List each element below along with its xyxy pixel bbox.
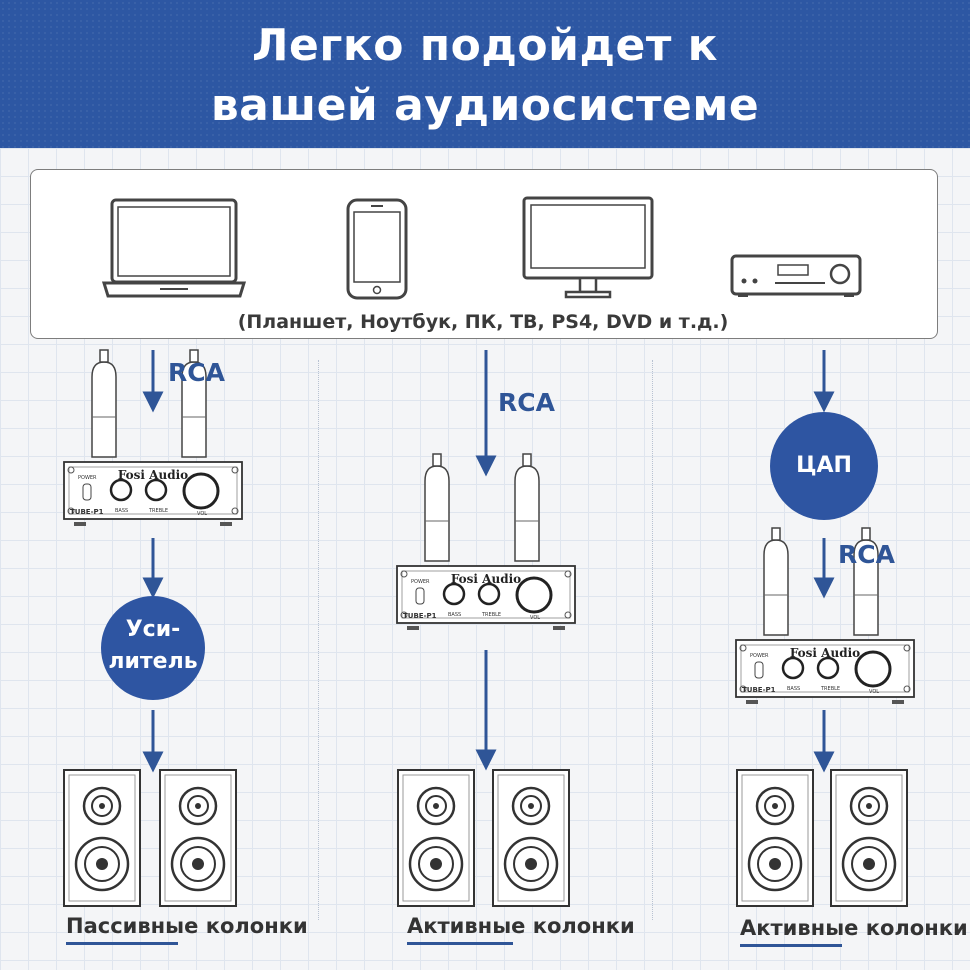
- speaker-icon: [831, 770, 907, 906]
- speaker-label-active: Активные колонки: [407, 914, 635, 938]
- amplifier-node-line-2: литель: [101, 646, 205, 678]
- amp-bass-label: BASS: [115, 508, 128, 514]
- speaker-icon: [737, 770, 813, 906]
- speaker-icon: [160, 770, 236, 906]
- dvd-player-icon: [732, 256, 860, 297]
- amp-model: TUBE-P1: [70, 508, 104, 516]
- amp-treble-label: TREBLE: [481, 612, 501, 618]
- amplifier-node: Уси- литель: [101, 596, 205, 700]
- amp-vol-label: VOL: [197, 511, 207, 517]
- tube-amplifier-icon: [397, 454, 575, 630]
- amp-brand: Fosi Audio: [451, 572, 521, 586]
- amp-brand: Fosi Audio: [790, 646, 860, 660]
- speaker-icon: [493, 770, 569, 906]
- speaker-icon: [398, 770, 474, 906]
- rca-label: RCA: [168, 358, 225, 387]
- speaker-label-active: Активные колонки: [740, 916, 968, 940]
- amp-power-label: POWER: [750, 653, 769, 659]
- label-underline: [407, 942, 513, 945]
- monitor-icon: [524, 198, 652, 297]
- amp-bass-label: BASS: [448, 612, 461, 618]
- rca-label: RCA: [498, 388, 555, 417]
- phone-icon: [348, 200, 406, 298]
- amp-model: TUBE-P1: [742, 686, 776, 694]
- amp-model: TUBE-P1: [403, 612, 437, 620]
- amp-power-label: POWER: [411, 579, 430, 585]
- speaker-label-passive: Пассивные колонки: [66, 914, 308, 938]
- label-underline: [66, 942, 178, 945]
- arrow: [153, 350, 824, 762]
- label-underline: [740, 944, 842, 947]
- amp-treble-label: TREBLE: [148, 508, 168, 514]
- amplifier-node-line-1: Уси-: [101, 596, 205, 646]
- dac-node: ЦАП: [770, 412, 878, 520]
- amp-bass-label: BASS: [787, 686, 800, 692]
- speaker-icon: [64, 770, 140, 906]
- rca-label: RCA: [838, 540, 895, 569]
- amp-treble-label: TREBLE: [820, 686, 840, 692]
- amp-vol-label: VOL: [530, 615, 540, 621]
- amp-vol-label: VOL: [869, 689, 879, 695]
- amp-brand: Fosi Audio: [118, 468, 188, 482]
- amp-power-label: POWER: [78, 475, 97, 481]
- laptop-icon: [104, 200, 244, 296]
- sources-caption: (Планшет, Ноутбук, ПК, ТВ, PS4, DVD и т.…: [30, 311, 936, 333]
